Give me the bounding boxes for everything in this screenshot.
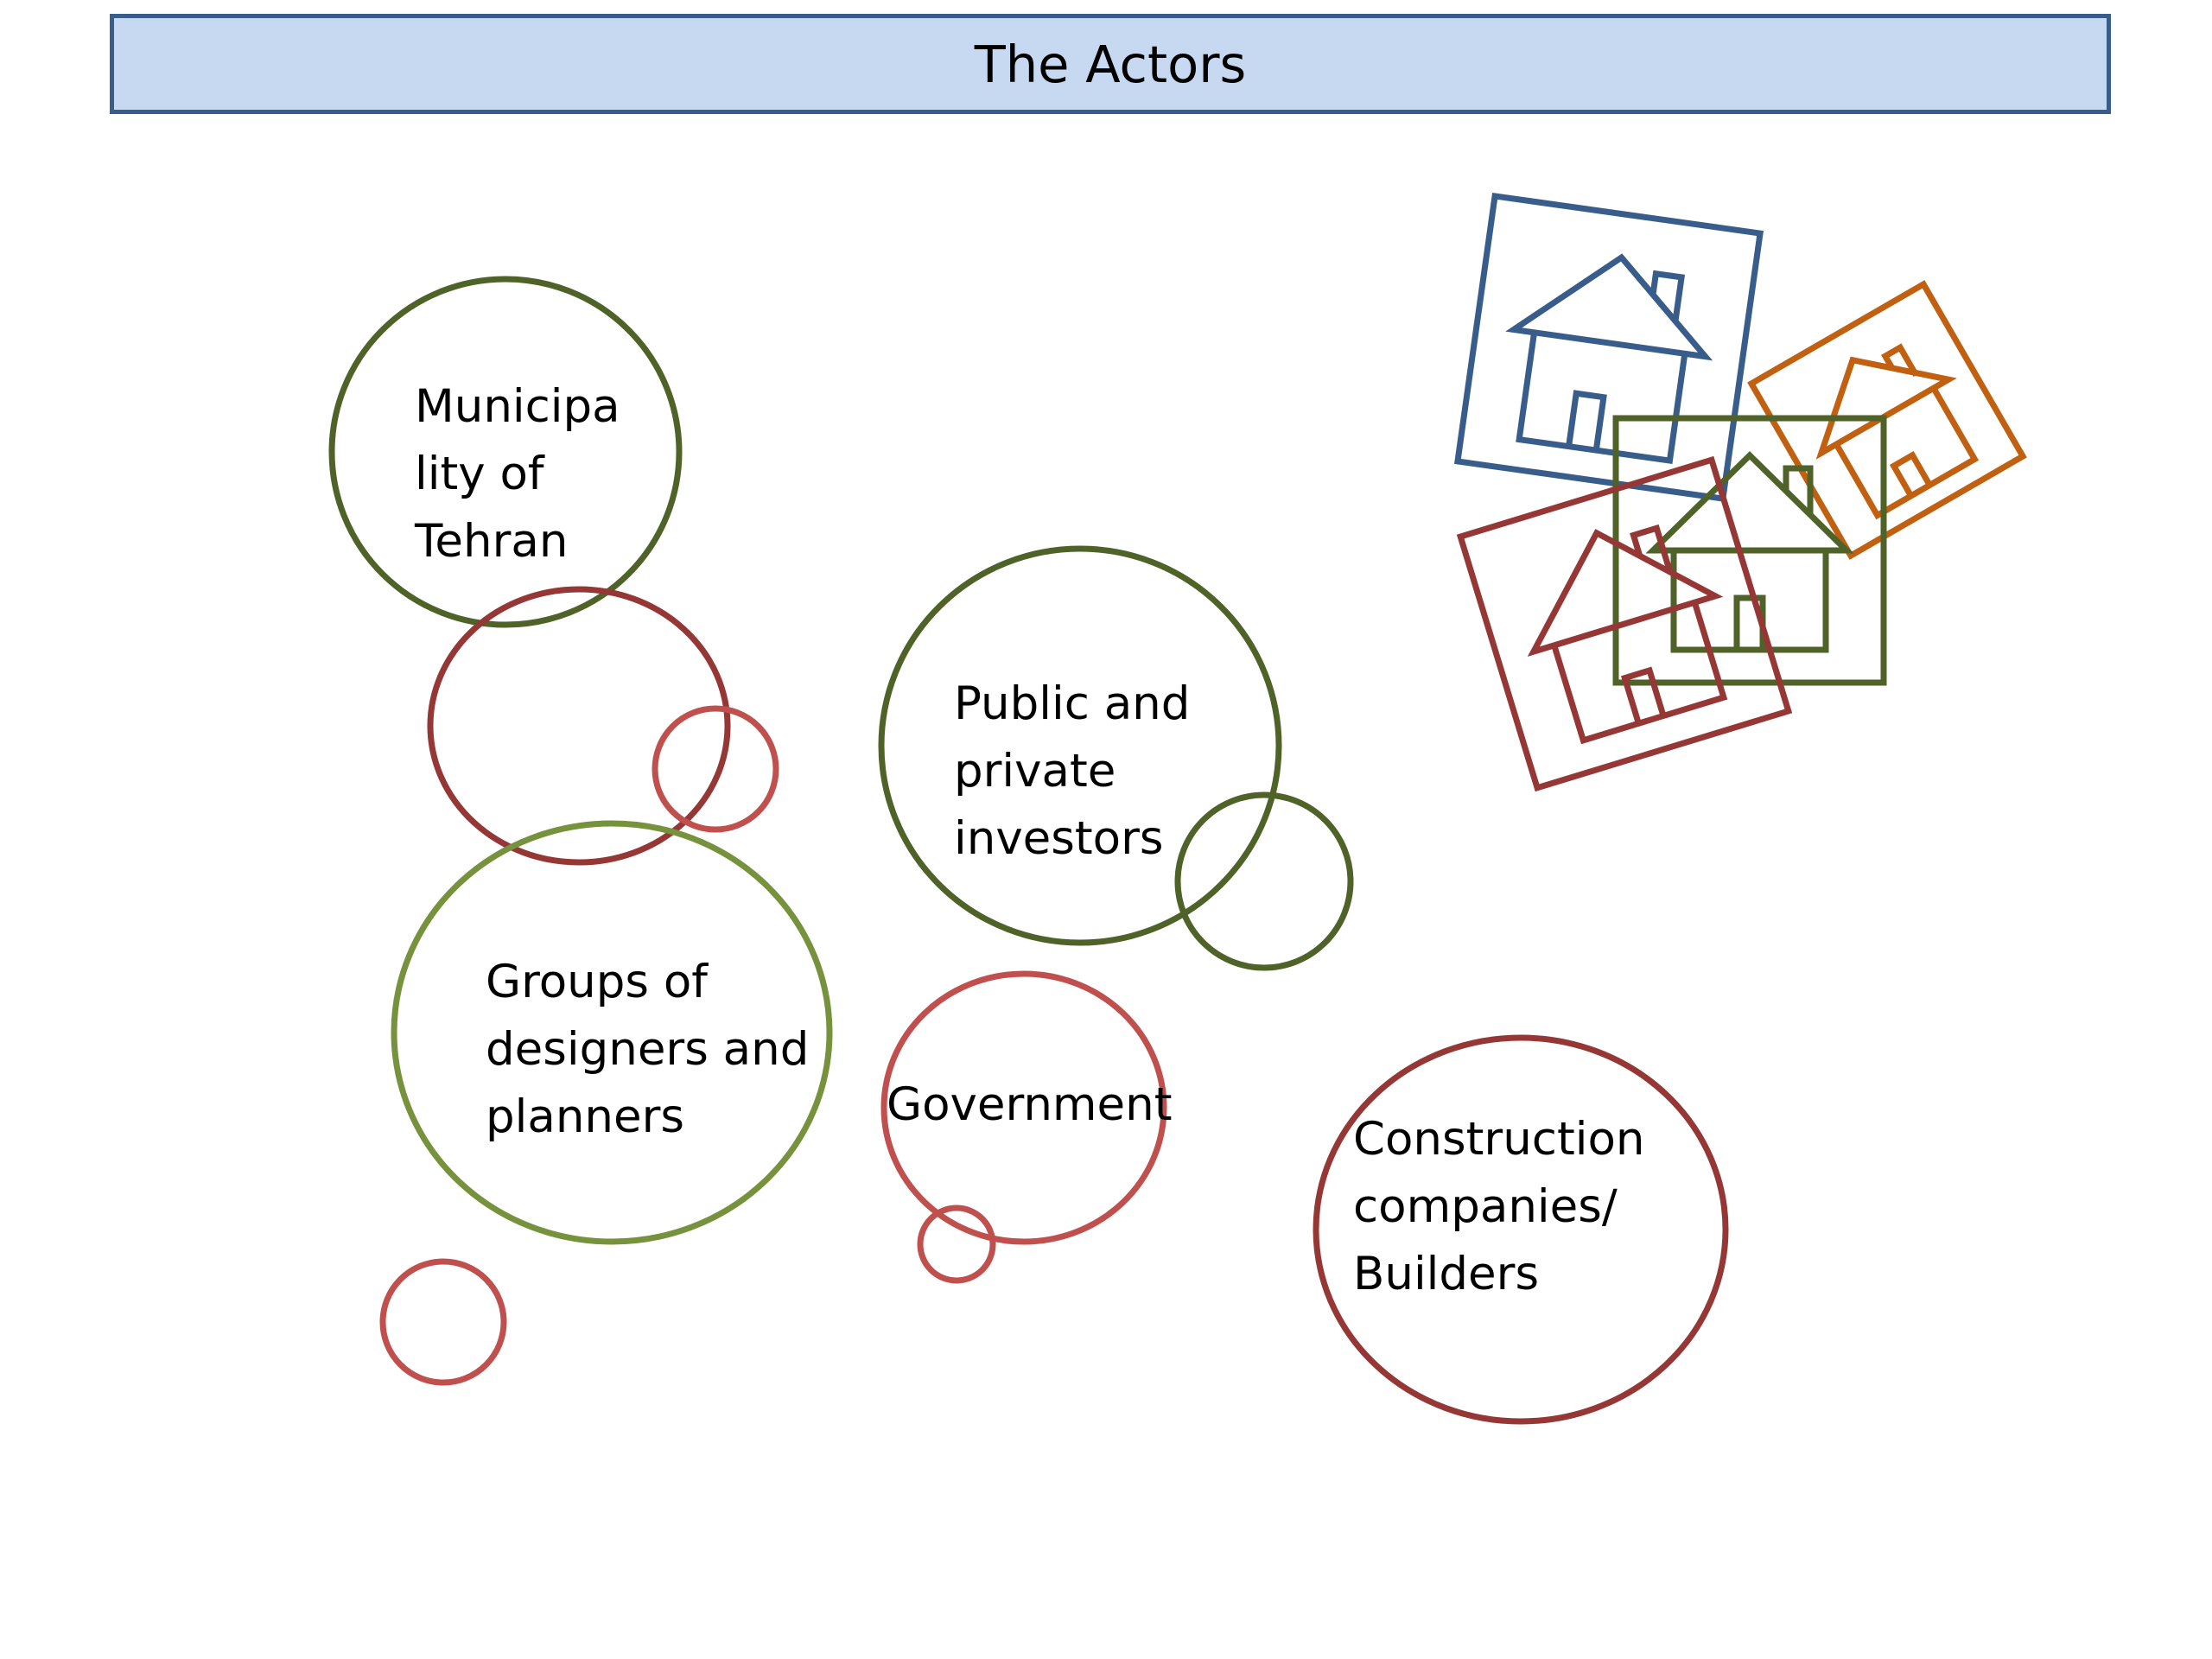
actor-label-government: Government	[887, 1071, 1173, 1139]
investors-line-2: private	[954, 745, 1116, 798]
house-icon-green	[1612, 415, 1887, 686]
designers-line-1: Groups of	[486, 956, 708, 1008]
actor-label-designers: Groups of designers and planners	[486, 949, 809, 1151]
construction-line-2: companies/	[1353, 1180, 1618, 1233]
connector-circle-small	[652, 705, 779, 833]
municipality-line-2: lity of	[415, 448, 544, 500]
government-line-1: Government	[887, 1078, 1173, 1131]
page-title: The Actors	[974, 34, 1247, 94]
investors-line-3: investors	[954, 812, 1164, 865]
designers-line-2: designers and	[486, 1023, 810, 1076]
house-icon-blue	[1453, 192, 1764, 503]
connector-circle-large	[427, 586, 731, 866]
construction-line-3: Builders	[1353, 1248, 1540, 1300]
construction-line-1: Construction	[1353, 1113, 1645, 1166]
investors-line-1: Public and	[954, 677, 1191, 730]
actor-label-investors: Public and private investors	[954, 671, 1190, 873]
government-satellite-circle	[917, 1205, 996, 1284]
investors-satellite-circle	[1174, 791, 1354, 971]
investors-circle	[878, 545, 1282, 946]
municipality-circle	[328, 276, 683, 628]
actor-label-construction: Construction companies/ Builders	[1353, 1106, 1644, 1308]
house-cluster	[1453, 192, 2027, 792]
title-bar: The Actors	[110, 14, 2111, 114]
municipality-line-3: Tehran	[415, 515, 569, 568]
designers-line-3: planners	[486, 1090, 685, 1143]
municipality-line-1: Municipa	[415, 380, 620, 433]
house-icon-red	[1456, 455, 1793, 792]
construction-circle	[1313, 1034, 1729, 1425]
actor-label-municipality: Municipa lity of Tehran	[415, 373, 620, 575]
designers-circle	[391, 820, 833, 1245]
bubble-circle-bottom-left	[379, 1258, 507, 1386]
government-circle	[880, 970, 1167, 1245]
